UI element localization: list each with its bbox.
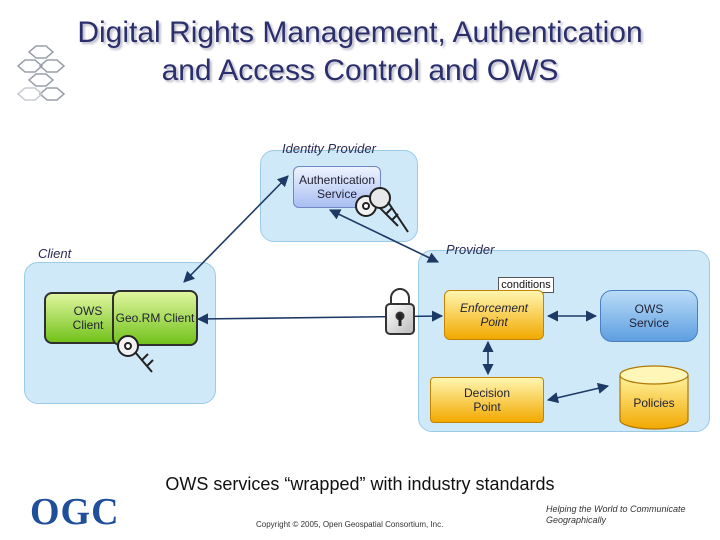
tagline-line-1: Helping the World to Communicate	[546, 504, 686, 514]
authentication-service-label: Authentication Service	[298, 173, 376, 201]
provider-label: Provider	[446, 242, 495, 257]
arrow-georm-to-enforcement	[196, 310, 444, 325]
conditions-label: conditions	[498, 277, 554, 293]
authentication-service-box[interactable]: Authentication Service	[293, 166, 381, 208]
tagline: Helping the World to Communicate Geograp…	[546, 504, 686, 526]
title-line-2: and Access Control and OWS	[161, 54, 559, 87]
ows-service-box[interactable]: OWS Service	[600, 290, 698, 342]
georm-client-box[interactable]: Geo.RM Client	[112, 290, 198, 346]
enforcement-point-box[interactable]: Enforcement Point	[444, 290, 544, 340]
copyright-text: Copyright © 2005, Open Geospatial Consor…	[256, 520, 444, 529]
title-line-1: Digital Rights Management, Authenticatio…	[77, 16, 643, 49]
decision-point-label: Decision Point	[463, 386, 511, 414]
ows-client-label: OWS Client	[72, 304, 104, 332]
caption: OWS services “wrapped” with industry sta…	[165, 474, 555, 494]
lock-icon	[385, 288, 415, 335]
identity-provider-label: Identity Provider	[282, 141, 376, 156]
decision-point-box[interactable]: Decision Point	[430, 377, 544, 423]
tagline-line-2: Geographically	[546, 515, 607, 525]
ows-service-label: OWS Service	[628, 302, 669, 330]
ogc-logo: OGC	[30, 491, 120, 533]
georm-client-label: Geo.RM Client	[115, 311, 195, 325]
client-label: Client	[38, 246, 72, 261]
policies-label: Policies	[633, 396, 675, 410]
enforcement-point-label: Enforcement Point	[459, 301, 529, 329]
page-title: Digital Rights Management, Authenticatio…	[0, 14, 720, 90]
